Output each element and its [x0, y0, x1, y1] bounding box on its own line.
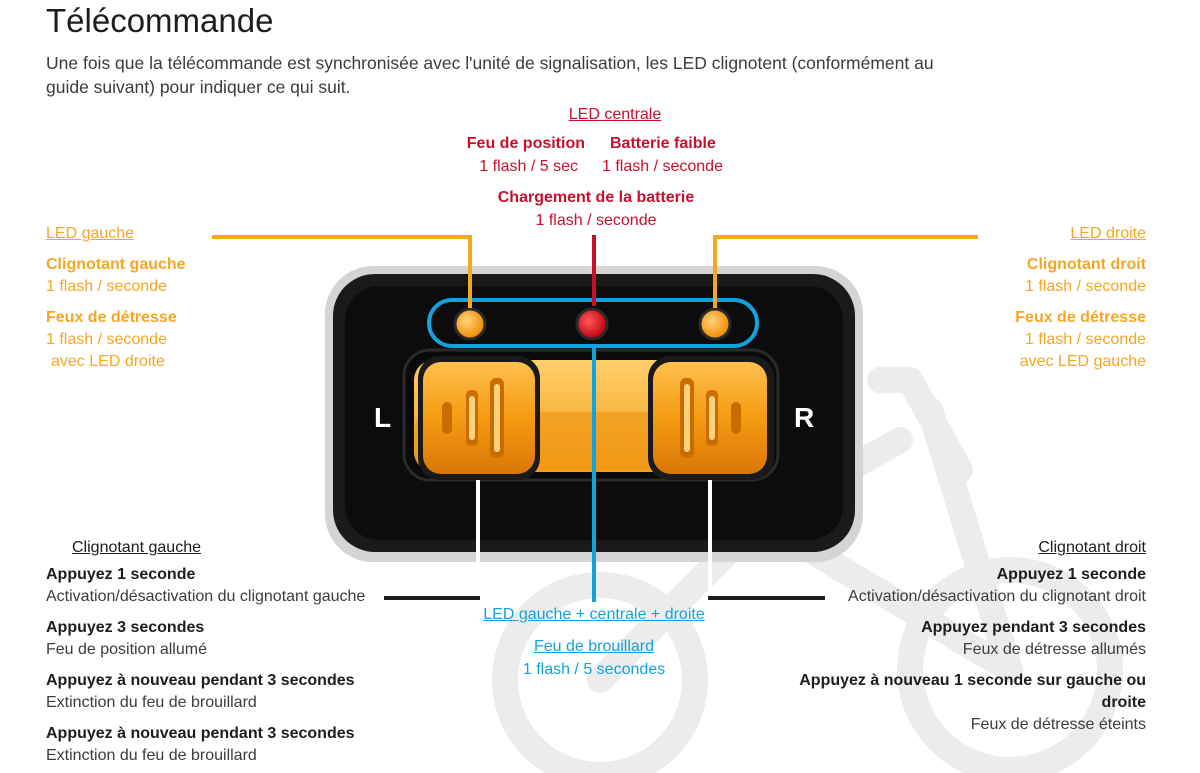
position-light-rate: 1 flash / 5 sec — [479, 158, 578, 175]
left-result: Activation/désactivation du clignotant g… — [46, 588, 366, 605]
charging-rate: 1 flash / seconde — [535, 212, 657, 229]
right-result: Feux de détresse éteints — [970, 716, 1146, 733]
left-turn-title: Clignotant gauche — [46, 256, 186, 273]
right-led — [698, 307, 732, 341]
left-action: Appuyez 1 seconde — [46, 566, 196, 583]
left-led — [453, 307, 487, 341]
left-button-heading: Clignotant gauche — [72, 539, 201, 556]
center-led-heading: LED centrale — [568, 106, 662, 123]
left-result: Extinction du feu de brouillard — [46, 694, 257, 711]
low-battery-title: Batterie faible — [610, 135, 716, 152]
intro-paragraph: Une fois que la télécommande est synchro… — [46, 53, 934, 97]
low-battery-rate: 1 flash / seconde — [602, 158, 723, 175]
center-led — [575, 307, 609, 341]
right-action: Appuyez 1 seconde — [996, 566, 1146, 583]
left-hazard-title: Feux de détresse — [46, 309, 177, 326]
right-button-label: R — [794, 402, 815, 433]
left-hazard-note: avec LED droite — [51, 353, 165, 370]
charging-title: Chargement de la batterie — [497, 189, 695, 206]
right-result: Feux de détresse allumés — [962, 641, 1146, 658]
bicycle-watermark-icon — [492, 367, 1123, 773]
fog-light-title: Feu de brouillard — [533, 638, 655, 655]
right-hazard-rate: 1 flash / seconde — [1025, 331, 1146, 348]
connector-lines — [212, 235, 978, 602]
left-result: Feu de position allumé — [46, 641, 207, 658]
right-button-heading: Clignotant droit — [1038, 539, 1146, 556]
right-hazard-title: Feux de détresse — [1015, 309, 1146, 326]
left-turn-rate: 1 flash / seconde — [46, 278, 167, 295]
right-turn-rate: 1 flash / seconde — [1025, 278, 1146, 295]
left-action: Appuyez à nouveau pendant 3 secondes — [46, 725, 355, 742]
right-action: Appuyez à nouveau 1 seconde sur gauche o… — [799, 672, 1146, 711]
left-button-label: L — [374, 402, 392, 433]
all-leds-heading: LED gauche + centrale + droite — [483, 606, 705, 623]
left-action: Appuyez 3 secondes — [46, 619, 205, 636]
left-led-heading: LED gauche — [46, 225, 135, 242]
right-hazard-note: avec LED gauche — [1019, 353, 1146, 370]
left-action: Appuyez à nouveau pendant 3 secondes — [46, 672, 355, 689]
left-hazard-rate: 1 flash / seconde — [46, 331, 167, 348]
right-action: Appuyez pendant 3 secondes — [921, 619, 1146, 636]
right-result: Activation/désactivation du clignotant d… — [848, 588, 1146, 605]
right-led-heading: LED droite — [1070, 225, 1146, 242]
position-light-title: Feu de position — [466, 135, 585, 152]
fog-light-rate: 1 flash / 5 secondes — [522, 661, 666, 678]
left-result: Extinction du feu de brouillard — [46, 747, 257, 764]
right-turn-title: Clignotant droit — [1026, 256, 1146, 273]
page-title: Télécommande — [46, 2, 274, 39]
